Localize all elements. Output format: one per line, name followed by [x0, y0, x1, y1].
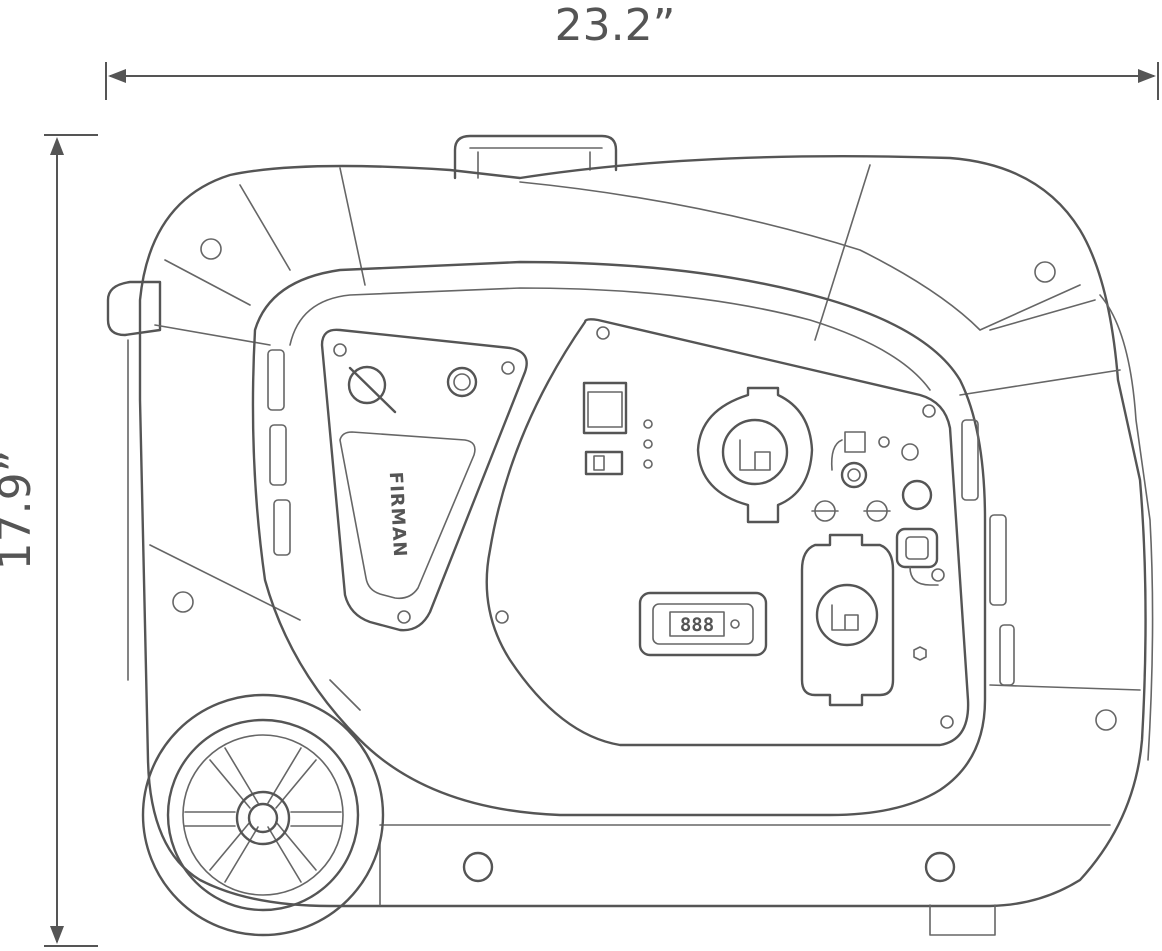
wheel-axle	[247, 802, 279, 834]
wheel-spokes	[184, 747, 342, 883]
screw-icon	[922, 404, 936, 418]
ground-terminal-icon	[830, 431, 866, 471]
twist-lock-face	[721, 418, 789, 486]
wheel-rim-inner	[182, 734, 344, 896]
top-handle	[453, 134, 618, 180]
base-frame	[379, 824, 1111, 936]
power-switch[interactable]	[582, 381, 628, 435]
digital-meter-screen	[669, 611, 725, 637]
wheel-tire	[141, 693, 385, 937]
brand-logo: FIRMAN	[385, 471, 410, 558]
fuel-valve-knob[interactable]	[347, 365, 387, 405]
ground-screw-icon	[878, 436, 890, 448]
screw-icon	[200, 238, 222, 260]
outer-shell	[138, 155, 1147, 908]
width-label: 23.2”	[555, 0, 676, 51]
eco-switch-toggle	[593, 455, 605, 471]
ground-nut-icon	[913, 646, 927, 661]
reset-button[interactable]	[901, 443, 919, 461]
screw-icon	[1095, 709, 1117, 731]
width-arrow-right	[1138, 69, 1156, 83]
twist-lock-outlet[interactable]	[696, 386, 814, 524]
wheel-rim	[166, 718, 360, 912]
outlet-panel-outline	[485, 318, 970, 747]
screw-icon	[462, 851, 494, 883]
screw-icon	[397, 610, 411, 624]
indicator-light-icon	[643, 419, 653, 429]
brand-badge	[339, 431, 476, 600]
generator-body	[106, 134, 1154, 936]
duplex-outlet-slots	[831, 604, 859, 631]
screw-icon	[495, 610, 509, 624]
twist-lock-slots	[739, 439, 771, 471]
indicator-light-icon	[643, 439, 653, 449]
width-arrow-left	[108, 69, 126, 83]
shell-side-edge	[1099, 294, 1154, 761]
width-dimension: 23.2”	[105, 0, 1159, 100]
right-vent-slots	[961, 419, 1015, 686]
parallel-port[interactable]	[901, 479, 933, 511]
control-panel-outline	[320, 328, 528, 632]
meter-button[interactable]	[730, 619, 740, 629]
shell-seams	[149, 164, 1141, 711]
breaker-button[interactable]	[840, 461, 868, 489]
screw-icon	[924, 851, 956, 883]
digital-meter	[638, 591, 768, 657]
choke-button-center	[453, 373, 471, 391]
duplex-outlet-face	[815, 583, 879, 647]
screw-icon	[333, 343, 347, 357]
height-arrow-top	[50, 137, 64, 155]
screw-icon	[501, 361, 515, 375]
height-dimension: 17.9”	[0, 134, 98, 947]
left-vent-slots	[267, 349, 291, 556]
front-bezel	[251, 260, 987, 817]
fuel-valve-lever[interactable]	[348, 366, 397, 414]
screw-icon	[172, 591, 194, 613]
choke-button[interactable]	[446, 366, 478, 398]
indicator-light-icon	[643, 459, 653, 469]
shell-screws	[172, 238, 1117, 883]
usb-cap-strap	[909, 566, 939, 586]
eco-switch[interactable]	[584, 450, 624, 476]
breaker-button-center	[847, 468, 861, 482]
height-label: 17.9”	[0, 450, 41, 571]
screw-icon	[1034, 261, 1056, 283]
fuel-control-panel: FIRMAN	[320, 328, 528, 632]
digital-meter-bezel	[652, 603, 754, 645]
screw-icon	[940, 715, 954, 729]
usb-cap-icon	[931, 568, 945, 582]
left-bumper	[106, 280, 162, 337]
screw-icon	[596, 326, 610, 340]
duplex-outlet[interactable]	[800, 533, 895, 707]
wheel	[141, 693, 385, 937]
usb-port-inner	[905, 536, 929, 560]
power-switch-rocker	[587, 391, 623, 428]
bezel-inner-edge	[289, 287, 931, 391]
outlet-panel: 888	[485, 318, 970, 747]
height-arrow-bottom	[50, 926, 64, 944]
wheel-hub	[235, 790, 291, 846]
usb-port[interactable]	[895, 527, 939, 569]
digital-meter-readout: 888	[680, 614, 714, 636]
